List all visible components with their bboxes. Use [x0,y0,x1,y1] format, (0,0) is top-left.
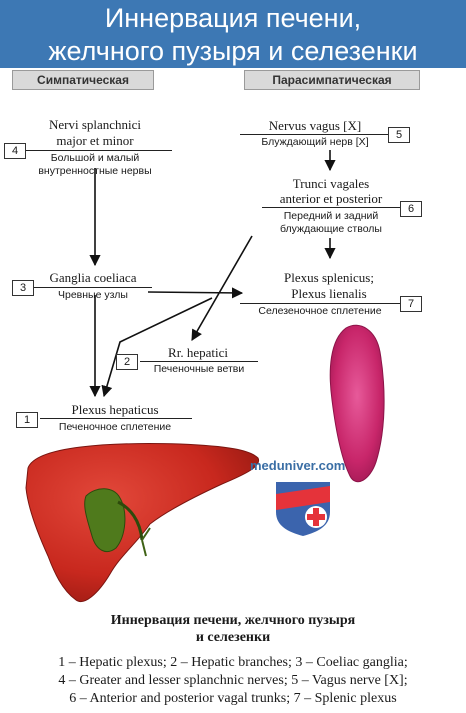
node-7-rule [240,303,400,304]
parasympathetic-header: Парасимпатическая [244,70,420,90]
title-line-1: Иннервация печени, [104,3,362,33]
node-4-latin-1: Nervi splanchnici [48,117,142,132]
meduniver-badge-icon [276,482,330,536]
node-2-number: 2 [116,354,138,370]
node-7-latin-2: Plexus lienalis [291,286,367,301]
node-4-russian-2: внутренностные нервы [38,165,152,177]
arrow-3-to-2 [101,297,213,398]
legend-line-1: 1 – Hepatic plexus; 2 – Hepatic branches… [58,655,408,670]
node-6-russian-1: Передний и задний [283,210,379,222]
node-3-russian-1: Чревные узлы [58,289,128,301]
node-4-number: 4 [4,143,26,159]
node-7-russian-1: Селезеночное сплетение [258,305,382,317]
node-2-rule [140,361,258,362]
cystic-duct [117,500,144,541]
node-1-rule [40,418,192,419]
legend-line-2: 4 – Greater and lesser splanchnic nerves… [58,673,408,688]
node-6-latin-1: Trunci vagales [292,176,370,191]
node-7-latin-1: Plexus splenicus; [284,270,374,285]
node-3-rule [34,287,152,288]
node-1-russian-1: Печеночное сплетение [58,421,172,433]
bile-duct [141,527,151,557]
caption-line-1: Иннервация печени, желчного пузыря [110,613,356,628]
node-6-rule [262,207,402,208]
node-5-rule [240,134,390,135]
title-banner: Иннервация печени, желчного пузыря и сел… [0,0,466,68]
legend-line-3: 6 – Anterior and posterior vagal trunks;… [69,691,397,706]
node-5-russian-1: Блуждающий нерв [X] [261,136,369,148]
node-6-latin-2: anterior et posterior [279,191,383,206]
caption-line-2: и селезенки [195,630,271,645]
node-1-number: 1 [16,412,38,428]
node-5-latin-1: Nervus vagus [X] [268,118,362,133]
arrow-6-to-2 [191,235,253,341]
node-4-latin-2: major et minor [56,133,134,148]
node-6-russian-2: блуждающие стволы [280,223,382,235]
node-2-latin-1: Rr. hepatici [168,345,228,360]
node-4-rule [20,150,172,151]
node-6-number: 6 [400,201,422,217]
sympathetic-header: Симпатическая [12,70,154,90]
gallbladder-illustration [84,488,126,552]
spleen-illustration [329,324,385,483]
node-2-russian-1: Печеночные ветви [153,363,245,375]
node-3-latin-1: Ganglia coeliaca [49,270,137,285]
node-5-number: 5 [388,127,410,143]
arrow-3-to-7 [147,287,244,299]
watermark-text: meduniver.com [250,458,346,473]
node-4-russian-1: Большой и малый [50,152,140,164]
node-1-latin-1: Plexus hepaticus [71,402,159,417]
node-7-number: 7 [400,296,422,312]
title-line-2: желчного пузыря и селезенки [48,36,418,66]
liver-illustration [25,443,260,602]
node-3-number: 3 [12,280,34,296]
